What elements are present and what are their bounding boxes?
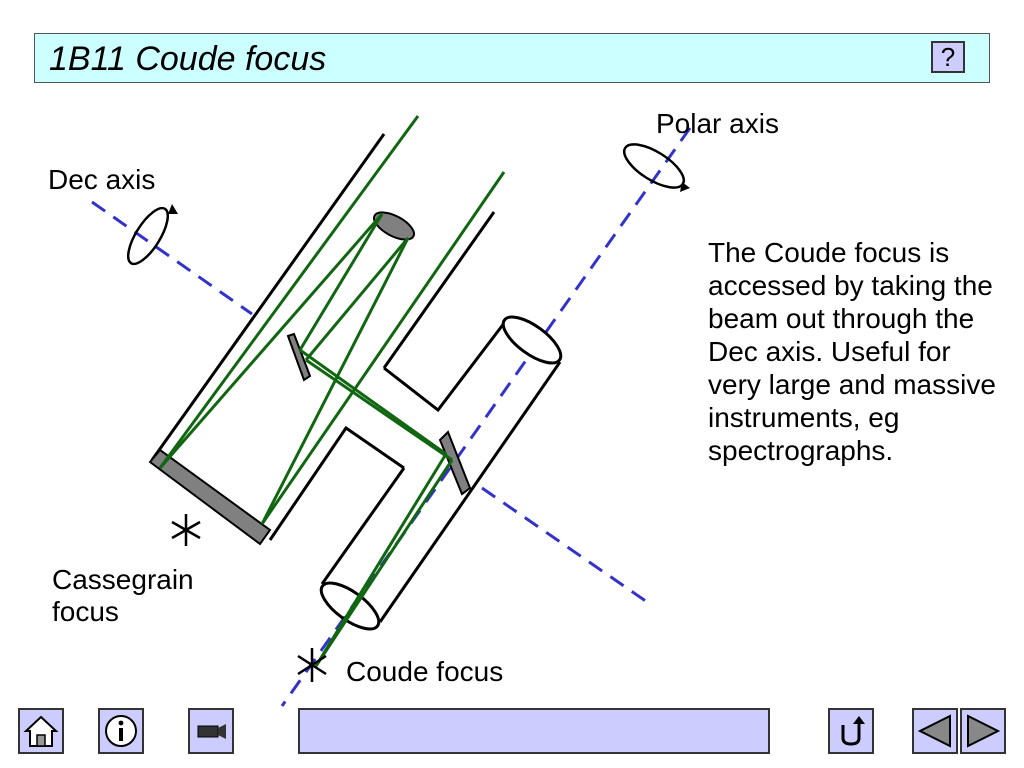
dec-axis-flat-mirror: [438, 430, 472, 496]
camera-button[interactable]: [188, 708, 234, 754]
light-beams: [158, 115, 506, 667]
polar-axis-line: [280, 127, 692, 707]
tube-wall-right: [382, 211, 496, 369]
title-bar: 1B11 Coude focus ?: [34, 33, 990, 83]
dec-arm-top: [383, 317, 510, 413]
status-bar: [298, 708, 770, 754]
return-button[interactable]: [828, 708, 874, 754]
cassegrain-label-line1: Cassegrain: [52, 564, 194, 595]
polar-tube-left: [320, 467, 406, 585]
forward-button[interactable]: [960, 708, 1006, 754]
info-icon: [105, 715, 137, 747]
dec-axis-line-lower: [481, 486, 651, 606]
triangle-left-icon: [917, 714, 951, 748]
help-button[interactable]: ?: [931, 41, 965, 73]
polar-tube-bottom-end: [319, 581, 381, 631]
cassegrain-focus-label: Cassegrain focus: [52, 564, 194, 628]
coude-focus-star: [297, 648, 327, 682]
dec-axis-line-upper: [91, 200, 253, 316]
camera-icon: [197, 724, 226, 739]
dec-axis-label: Dec axis: [48, 164, 156, 195]
cassegrain-label-line2: focus: [52, 596, 119, 627]
polar-tube-right: [378, 361, 562, 623]
cassegrain-focus-star: [171, 514, 201, 546]
help-icon: ?: [940, 42, 956, 72]
coude-focus-label: Coude focus: [346, 656, 504, 687]
dec-arm-bottom: [268, 425, 405, 541]
triangle-right-icon: [967, 714, 1001, 748]
home-icon: [23, 715, 59, 747]
dec-rotation-arrow: [126, 204, 178, 266]
polar-tube-top-end: [501, 315, 563, 365]
info-button[interactable]: [98, 708, 144, 754]
page-title: 1B11 Coude focus: [49, 40, 327, 78]
return-icon: [841, 716, 865, 746]
primary-mirror: [148, 448, 272, 546]
description-text: The Coude focus is accessed by taking th…: [708, 237, 996, 466]
polar-axis-label: Polar axis: [656, 108, 779, 139]
tube-wall-left: [150, 133, 386, 461]
tertiary-flat-mirror: [286, 332, 312, 382]
secondary-mirror: [373, 211, 415, 241]
home-button[interactable]: [18, 708, 64, 754]
polar-rotation-arrow: [622, 143, 690, 192]
back-button[interactable]: [912, 708, 958, 754]
